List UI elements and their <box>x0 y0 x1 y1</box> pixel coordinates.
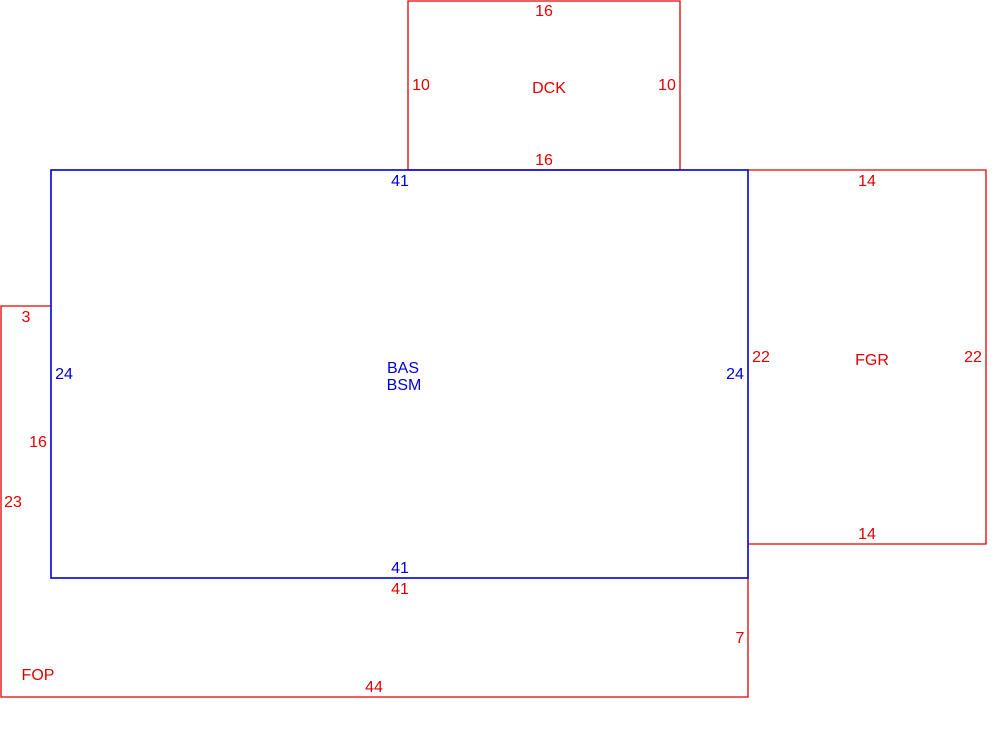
fop-dim-bottom: 44 <box>365 679 383 696</box>
dck-dim-top: 16 <box>535 3 553 20</box>
fgr-label: FGR <box>855 352 889 369</box>
fop-dim-top-stub: 3 <box>22 309 31 326</box>
fop-dim-top-main: 41 <box>391 581 409 598</box>
fop-outline <box>0 305 749 698</box>
dck-area: DCK 16 10 10 16 <box>407 0 681 171</box>
dck-outline <box>407 0 681 170</box>
bas-dim-left: 24 <box>55 366 73 383</box>
fgr-area: FGR 14 22 22 14 <box>748 169 987 545</box>
fop-dim-left-inner: 16 <box>29 434 47 451</box>
fgr-outline <box>748 169 987 545</box>
fop-dim-right: 7 <box>736 630 745 647</box>
bas-area: BAS BSM 41 24 24 41 <box>50 169 749 579</box>
fgr-dim-bottom: 14 <box>858 526 876 543</box>
bas-outline <box>50 169 749 579</box>
fop-dim-left-outer: 23 <box>4 494 22 511</box>
fgr-dim-right: 22 <box>964 349 982 366</box>
bas-label: BAS <box>387 360 419 377</box>
fgr-dim-left: 22 <box>752 349 770 366</box>
dck-dim-bottom: 16 <box>535 152 553 169</box>
bas-dim-top: 41 <box>391 173 409 190</box>
fgr-dim-top: 14 <box>858 173 876 190</box>
fop-label: FOP <box>22 667 55 684</box>
bas-dim-bottom: 41 <box>391 560 409 577</box>
bas-sublabel: BSM <box>387 377 422 394</box>
dck-dim-right: 10 <box>658 77 676 94</box>
dck-label: DCK <box>532 80 566 97</box>
bas-dim-right: 24 <box>726 366 744 383</box>
fop-area: FOP 3 16 23 41 7 44 <box>0 305 749 698</box>
dck-dim-left: 10 <box>412 77 430 94</box>
